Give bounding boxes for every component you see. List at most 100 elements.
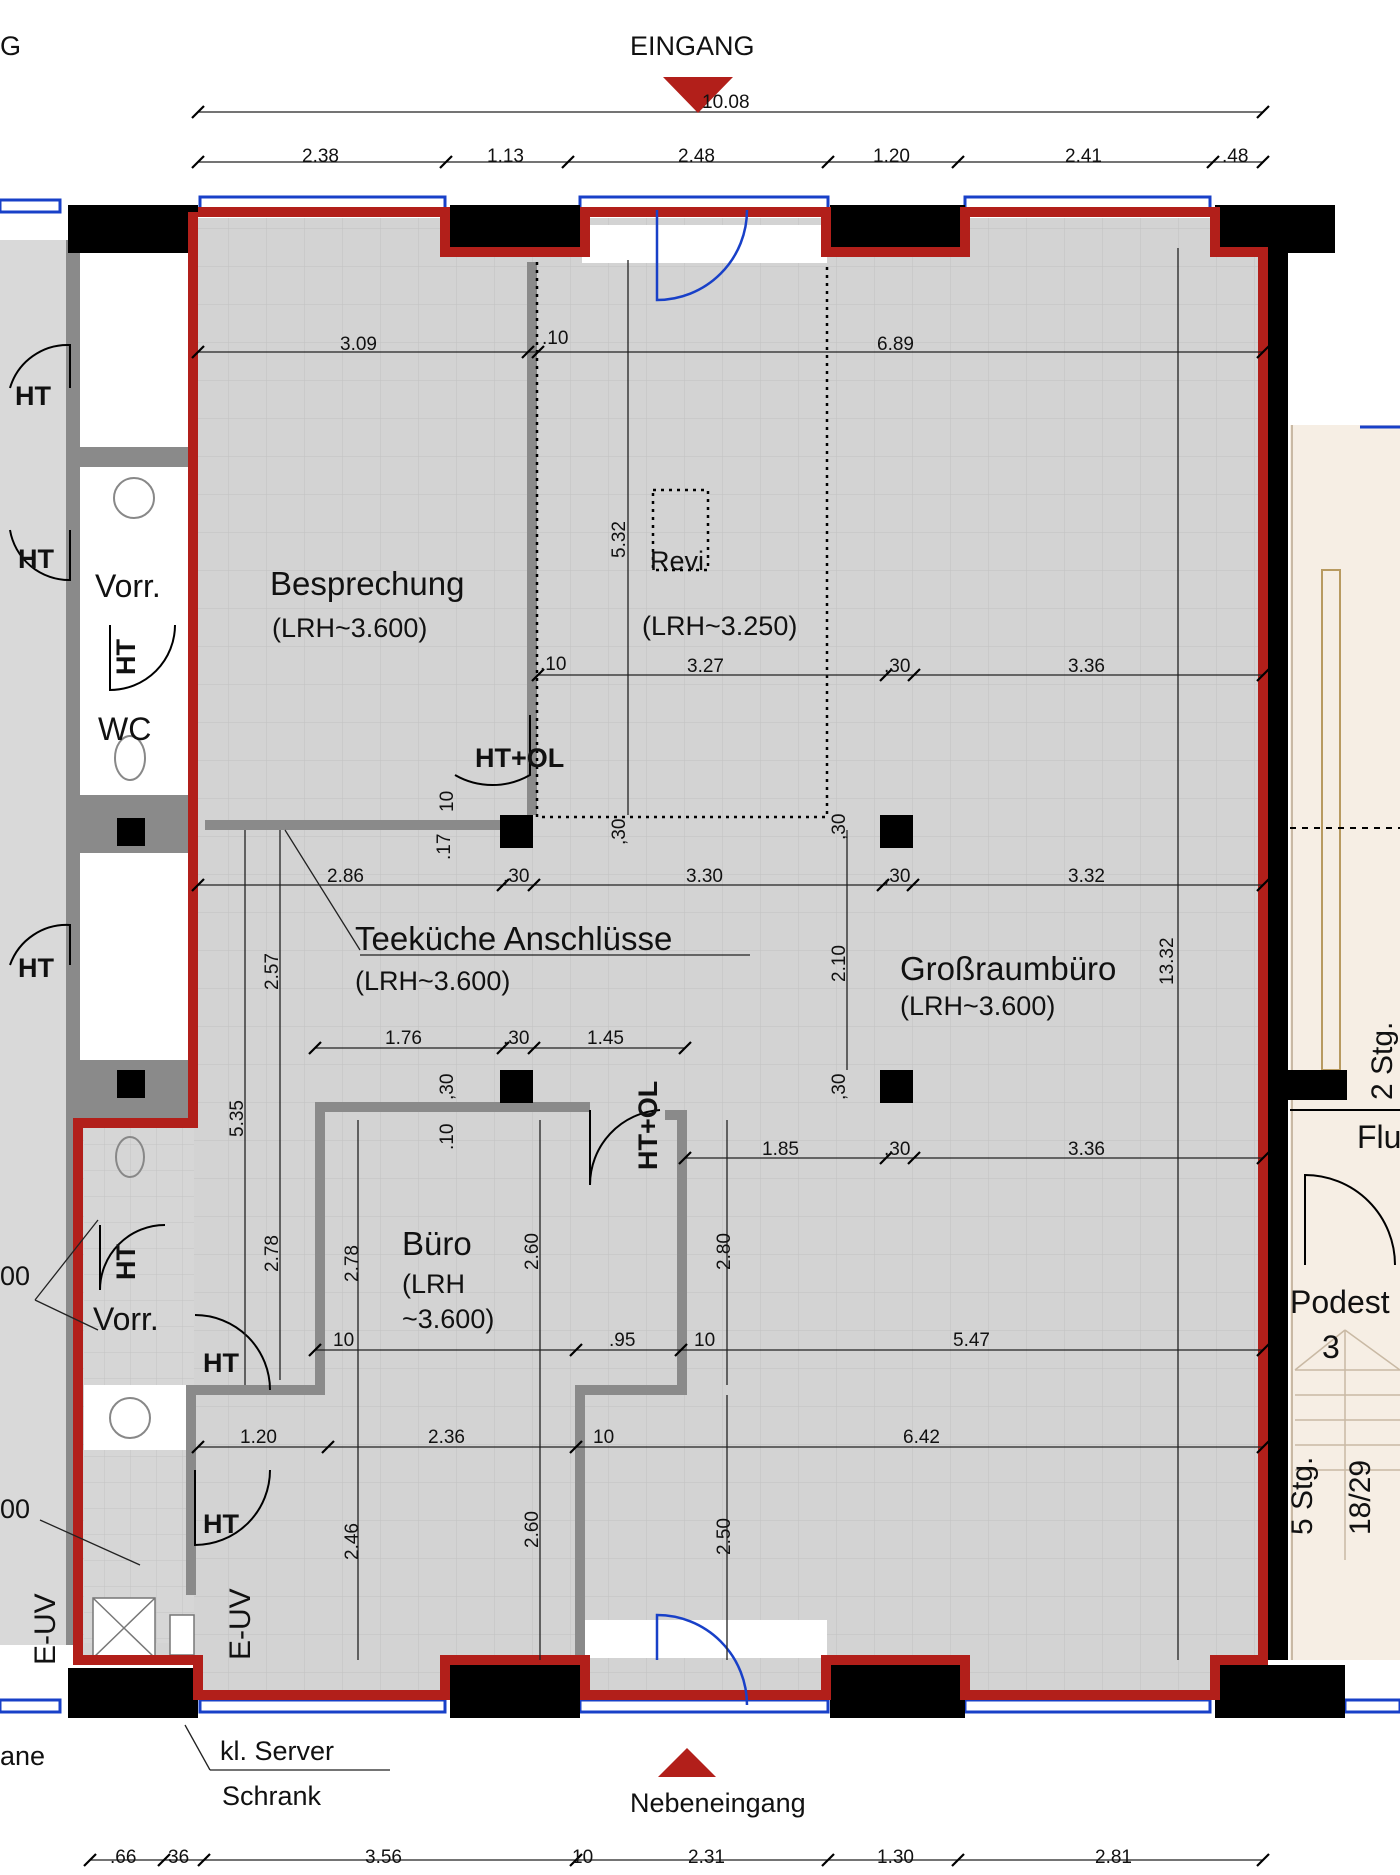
revision-area — [535, 262, 829, 819]
door-ht-ol-1: HT+OL — [475, 743, 564, 773]
label-podest: Podest — [1290, 1284, 1390, 1320]
dim-v-30-b: ,30 — [829, 814, 850, 840]
label-wc: WC — [98, 711, 151, 747]
dim-r732-5: 3.32 — [1068, 866, 1105, 887]
room-revi: Revi — [650, 546, 704, 576]
dim-v-210: 2.10 — [829, 945, 850, 982]
label-euv-inner: E-UV — [224, 1588, 257, 1660]
label-euv-left: E-UV — [29, 1593, 62, 1665]
label-flu: Flu — [1357, 1119, 1400, 1155]
dim-overall-top: 10.08 — [702, 92, 750, 113]
dim-v-260-b: 2.60 — [522, 1511, 543, 1548]
door-ht-4: HT — [18, 953, 54, 983]
dim-r866-3: 1.45 — [587, 1028, 624, 1049]
door-ht-1: HT — [15, 381, 51, 411]
door-ht-7: HT — [203, 1509, 239, 1539]
dim-bottom-2: 36 — [168, 1847, 189, 1868]
dim-r866-1: 1.76 — [385, 1028, 422, 1049]
dim-v-278-b: 2.78 — [342, 1245, 363, 1282]
dim-r1200-4: 6.42 — [903, 1427, 940, 1448]
label-00-b: 00 — [0, 1494, 30, 1524]
dim-bottom-4: 10 — [572, 1847, 593, 1868]
dim-bottom-3: 3.56 — [365, 1847, 402, 1868]
dim-top-1: 2.38 — [302, 146, 339, 167]
side-entrance-arrow — [658, 1748, 716, 1777]
dim-v-250: 2.50 — [714, 1518, 735, 1555]
door-ht-6: HT — [203, 1348, 239, 1378]
dim-r1120-2: .95 — [609, 1330, 635, 1351]
corner-label-bottom: ane — [0, 1741, 45, 1771]
door-ht-3: HT — [111, 639, 141, 675]
server-label: kl. Server — [220, 1736, 334, 1766]
dim-v-10-b: .10 — [437, 1124, 458, 1150]
dim-r732-1: 2.86 — [327, 866, 364, 887]
side-entrance-label: Nebeneingang — [630, 1788, 806, 1818]
room-teekueche: Teeküche Anschlüsse — [355, 920, 672, 957]
dim-top-6: .48 — [1222, 146, 1248, 167]
dim-top-2: 1.13 — [487, 146, 524, 167]
dim-v-17: .17 — [434, 834, 455, 860]
dim-v-280: 2.80 — [714, 1233, 735, 1270]
dim-bottom-7: 2.81 — [1095, 1847, 1132, 1868]
dim-v-257: 2.57 — [262, 953, 283, 990]
dim-v-30-d: ,30 — [829, 1074, 850, 1100]
dim-r960-2: ,30 — [884, 1139, 910, 1160]
floor-area — [78, 218, 1263, 1690]
entrance-label: EINGANG — [630, 31, 755, 61]
dim-r732-4: ,30 — [884, 866, 910, 887]
dim-r290-2: .10 — [542, 328, 568, 349]
room-buero-height-2: ~3.600) — [402, 1304, 494, 1334]
dim-v-246: 2.46 — [342, 1523, 363, 1560]
room-buero-height-1: (LRH — [402, 1269, 465, 1299]
dim-bottom-1: .66 — [110, 1847, 136, 1868]
dim-r556-3: ,30 — [884, 656, 910, 677]
label-00-a: 00 — [0, 1261, 30, 1291]
dim-v-30-a: ,30 — [609, 819, 630, 845]
doors — [9, 209, 749, 1706]
room-buero: Büro — [402, 1225, 472, 1262]
dim-r1120-4: 5.47 — [953, 1330, 990, 1351]
dim-v-10-a: 10 — [437, 791, 458, 812]
room-grossraum: Großraumbüro — [900, 950, 1116, 987]
entrance-arrow — [663, 77, 733, 113]
label-stg-2: 2 Stg. — [1366, 1022, 1399, 1100]
dim-r960-3: 3.36 — [1068, 1139, 1105, 1160]
label-stg-ratio: 18/29 — [1344, 1460, 1377, 1535]
room-revi-height: (LRH~3.250) — [642, 611, 797, 641]
label-stg-5: 5 Stg. — [1286, 1457, 1319, 1535]
left-utility-rooms — [0, 240, 195, 1659]
partition-walls — [186, 262, 913, 1660]
room-grossraum-height: (LRH~3.600) — [900, 991, 1055, 1021]
dim-bottom-6: 1.30 — [877, 1847, 914, 1868]
project-outline — [73, 207, 1268, 1700]
dimension-lines — [83, 105, 1270, 1867]
dim-r1120-1: 10 — [333, 1330, 354, 1351]
door-ht-2: HT — [18, 544, 54, 574]
dim-top-3: 2.48 — [678, 146, 715, 167]
door-ht-ol-2: HT+OL — [633, 1081, 663, 1170]
dim-r556-2: 3.27 — [687, 656, 724, 677]
door-ht-5: HT — [111, 1244, 141, 1280]
dim-r556-4: 3.36 — [1068, 656, 1105, 677]
dim-r732-3: 3.30 — [686, 866, 723, 887]
room-besprechung-height: (LRH~3.600) — [272, 613, 427, 643]
dim-r1200-1: 1.20 — [240, 1427, 277, 1448]
dim-r960-1: 1.85 — [762, 1139, 799, 1160]
corner-label-top: G — [0, 31, 21, 61]
server-label-2: Schrank — [222, 1781, 322, 1811]
room-besprechung: Besprechung — [270, 565, 464, 602]
dim-top-4: 1.20 — [873, 146, 910, 167]
dim-r1200-3: 10 — [593, 1427, 614, 1448]
dim-r290-1: 3.09 — [340, 334, 377, 355]
dim-v-1332: 13.32 — [1157, 937, 1178, 985]
dim-r1120-3: 10 — [694, 1330, 715, 1351]
dim-top-5: 2.41 — [1065, 146, 1102, 167]
dim-v-535: 5.35 — [227, 1100, 248, 1137]
dim-v-532: 5.32 — [609, 521, 630, 558]
label-vorr-lower: Vorr. — [93, 1301, 159, 1337]
dim-r1200-2: 2.36 — [428, 1427, 465, 1448]
dim-r866-2: ,30 — [503, 1028, 529, 1049]
label-podest-num: 3 — [1322, 1329, 1340, 1365]
structural-walls — [68, 205, 1347, 1718]
